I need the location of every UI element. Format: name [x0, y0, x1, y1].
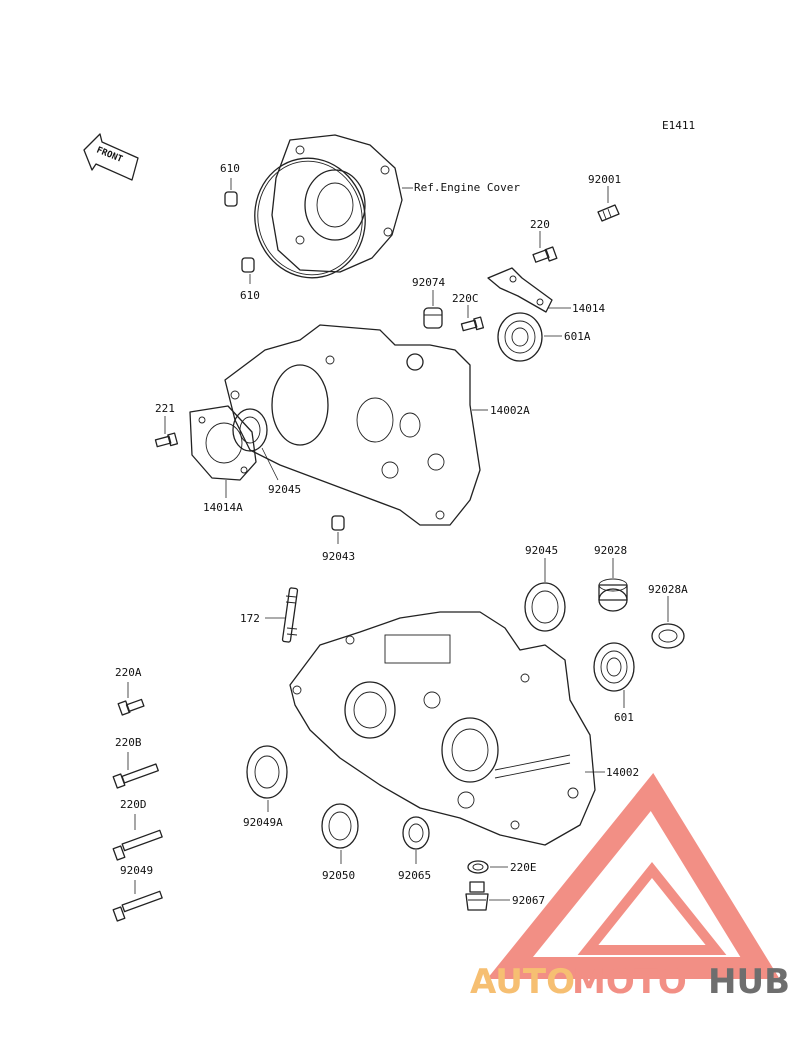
bolt-220 [532, 246, 558, 263]
plate-14014a [189, 405, 257, 481]
seal-92045-upper [232, 408, 268, 452]
label-221: 221 [155, 402, 175, 415]
label-92043: 92043 [322, 550, 355, 563]
plug-92067 [465, 881, 489, 911]
label-92001: 92001 [588, 173, 621, 186]
label-220e: 92049 [120, 864, 153, 877]
reference-note: Ref.Engine Cover [414, 181, 520, 194]
seal-92050 [321, 803, 359, 849]
label-92049: 92065 [398, 869, 431, 882]
label-220d: 220D [120, 798, 147, 811]
dowel-pin-610-top [224, 191, 238, 207]
pin-92043 [331, 515, 345, 531]
bolt-220e [112, 890, 163, 922]
watermark-part3: HUB [708, 962, 790, 1002]
label-92028: 92028 [594, 544, 627, 557]
label-220c: 220C [452, 292, 479, 305]
crankcase-half-14002a [224, 324, 481, 526]
label-172: 172 [240, 612, 260, 625]
label-220: 220 [530, 218, 550, 231]
plate-14014 [487, 267, 553, 313]
seal-92049 [402, 816, 430, 850]
label-14002: 14002 [606, 766, 639, 779]
label-601a: 601A [564, 330, 591, 343]
stud-172 [281, 587, 299, 643]
seal-92045-lower [524, 582, 566, 632]
bolt-220b [112, 763, 159, 789]
bearing-601a [497, 312, 543, 362]
diagram-code: E1411 [662, 119, 695, 132]
collar-92028a [651, 623, 685, 649]
label-92028a: 92028A [648, 583, 688, 596]
label-601: 601 [614, 711, 634, 724]
watermark-part2: MOTO [572, 962, 687, 1002]
seal-92049a [246, 745, 288, 799]
cap-92074 [423, 307, 443, 329]
bolt-220c [460, 316, 485, 332]
dowel-pin-610-bottom [241, 257, 255, 273]
bearing-601 [593, 642, 635, 692]
label-92067: 92067 [512, 894, 545, 907]
automotohub-logo: AUTO MOTO HUB [470, 772, 790, 1002]
label-610-top: 610 [220, 162, 240, 175]
label-92074: 92074 [412, 276, 445, 289]
label-92045-upper: 92045 [268, 483, 301, 496]
front-arrow-icon: FRONT [83, 133, 139, 181]
label-220a: 220A [115, 666, 142, 679]
washer-92065 [467, 860, 489, 874]
label-220b: 220B [115, 736, 142, 749]
label-14002a: 14002A [490, 404, 530, 417]
engine-cover-drawing [254, 134, 403, 279]
collar-92028 [598, 578, 628, 612]
label-14014: 14014 [572, 302, 605, 315]
crankcase-half-14002 [289, 611, 596, 846]
bolt-220a [117, 698, 145, 716]
label-92049a: 92049A [243, 816, 283, 829]
front-label: FRONT [95, 146, 124, 166]
label-92050: 92050 [322, 869, 355, 882]
bolt-92001 [597, 204, 620, 222]
label-92065: 220E [510, 861, 537, 874]
bolt-220d [112, 829, 163, 861]
watermark-part1: AUTO [470, 962, 575, 1002]
label-610-bottom: 610 [240, 289, 260, 302]
label-14014a: 14014A [203, 501, 243, 514]
bolt-221 [154, 432, 179, 448]
label-92045-lower: 92045 [525, 544, 558, 557]
